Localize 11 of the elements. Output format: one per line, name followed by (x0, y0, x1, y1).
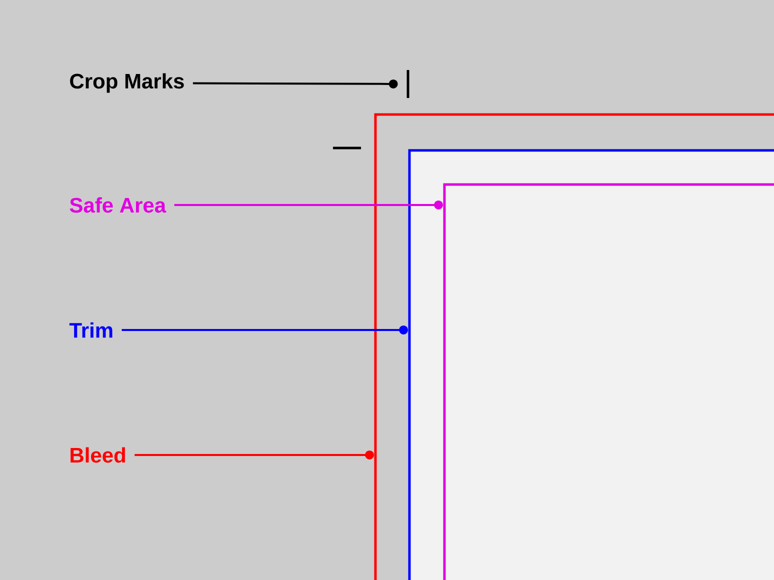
callout-label: Trim (69, 322, 112, 338)
leader-line (134, 450, 374, 460)
callout-label: Safe Area (70, 197, 166, 213)
leader-line (174, 200, 443, 210)
safe-area-frame (443, 183, 774, 580)
leader-line (192, 79, 398, 88)
bleed-frame (374, 113, 774, 580)
callout-label: Crop Marks (70, 73, 184, 93)
callout-label: Bleed (70, 447, 125, 463)
leader-line (122, 325, 408, 334)
crop-mark (406, 70, 410, 98)
